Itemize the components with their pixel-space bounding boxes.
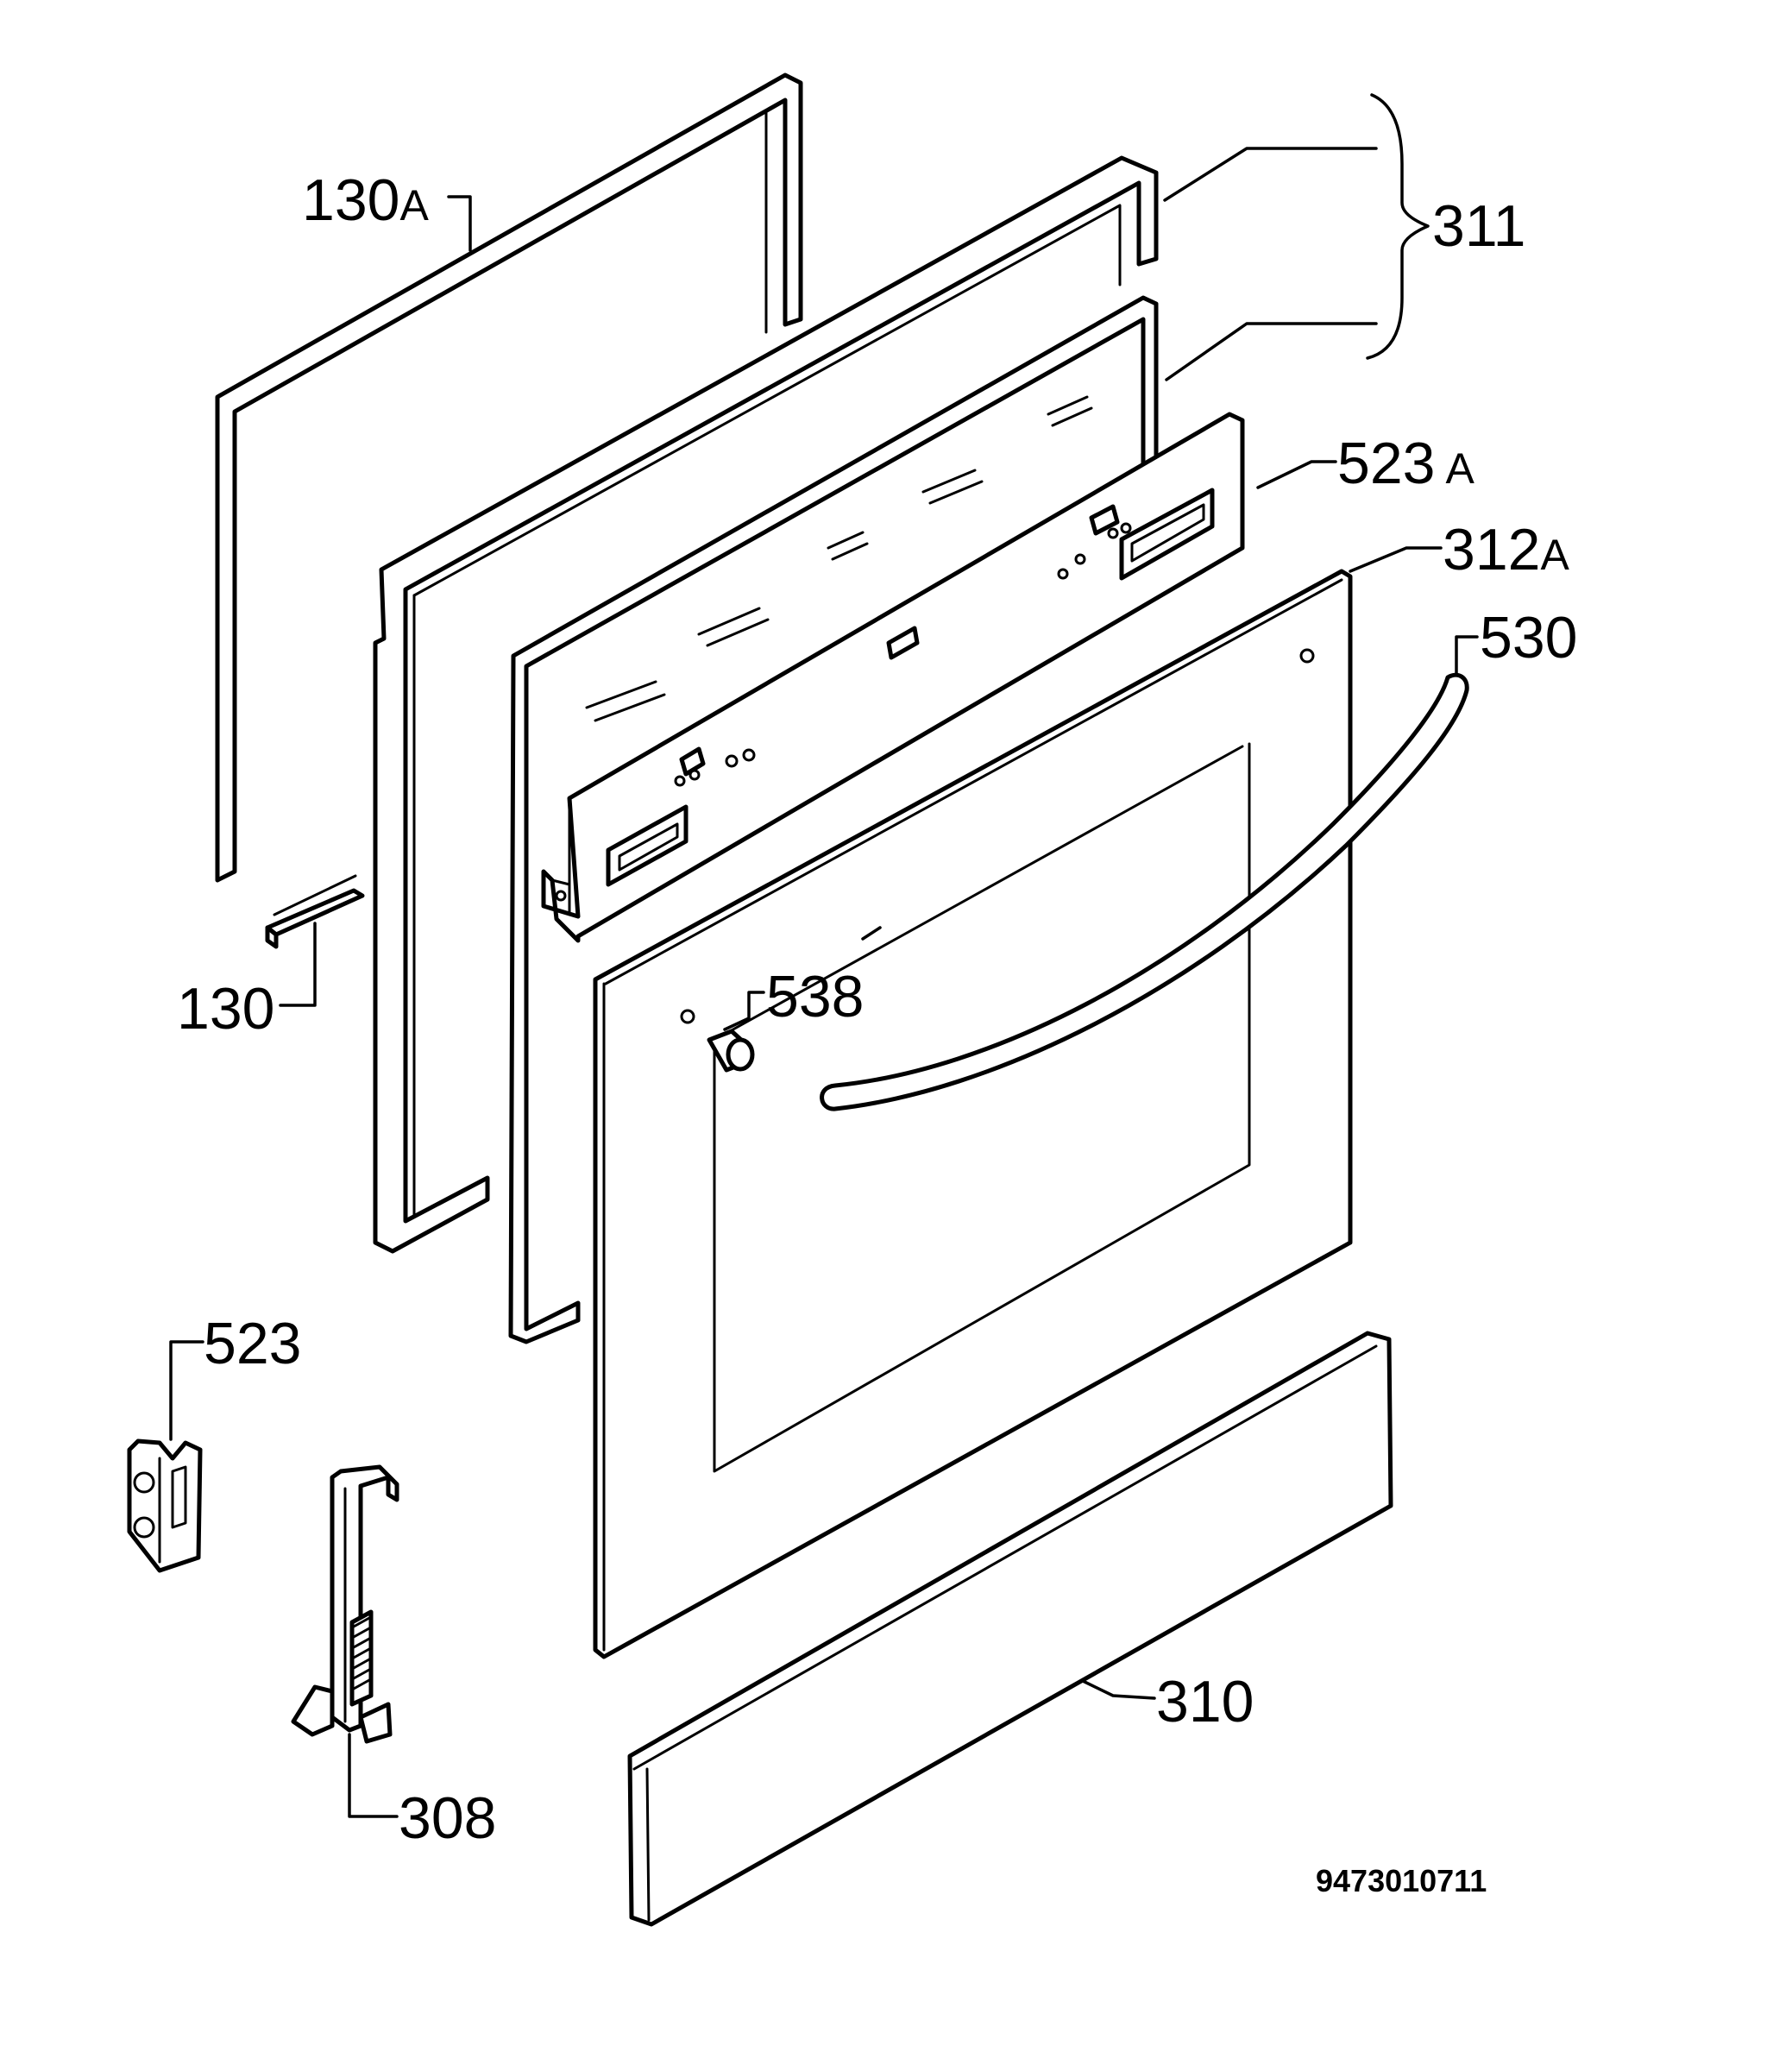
leader-312a (1349, 546, 1443, 573)
leader-530 (1455, 635, 1479, 677)
label-312a: 312A (1443, 517, 1569, 582)
part-312a-door (593, 569, 1353, 1659)
label-130a: 130A (302, 167, 429, 233)
label-523: 523 (204, 1311, 301, 1376)
part-523a-bracket (541, 412, 1245, 943)
leader-538 (723, 991, 765, 1031)
part-538-knob (707, 1029, 755, 1073)
drawing-code: 9473010711 (1316, 1863, 1487, 1898)
part-308-hinge-arm (291, 1464, 399, 1744)
leader-308 (348, 1733, 399, 1818)
part-130a-gasket (215, 72, 803, 883)
leader-523 (169, 1340, 204, 1441)
leader-311-upper (1163, 147, 1378, 202)
label-538: 538 (766, 964, 864, 1029)
label-130: 130 (177, 976, 274, 1042)
part-530-handle (820, 672, 1469, 1111)
part-311-frame (373, 155, 1159, 1254)
leader-523a (1256, 460, 1337, 489)
leader-310 (1081, 1679, 1156, 1700)
part-311-glass (508, 295, 1159, 1344)
label-311: 311 (1432, 193, 1525, 259)
leader-130 (279, 922, 317, 1007)
label-310: 310 (1156, 1669, 1254, 1734)
part-310-panel (627, 1331, 1393, 1927)
leader-130a (447, 195, 472, 252)
leader-311-lower (1165, 322, 1378, 381)
leader-lines (169, 93, 1479, 1818)
label-530: 530 (1480, 605, 1577, 670)
part-523-hinge (127, 1438, 203, 1573)
label-308: 308 (399, 1785, 496, 1851)
leader-538-knob (861, 926, 882, 941)
part-130-strip (265, 874, 365, 949)
brace-311 (1366, 93, 1430, 360)
